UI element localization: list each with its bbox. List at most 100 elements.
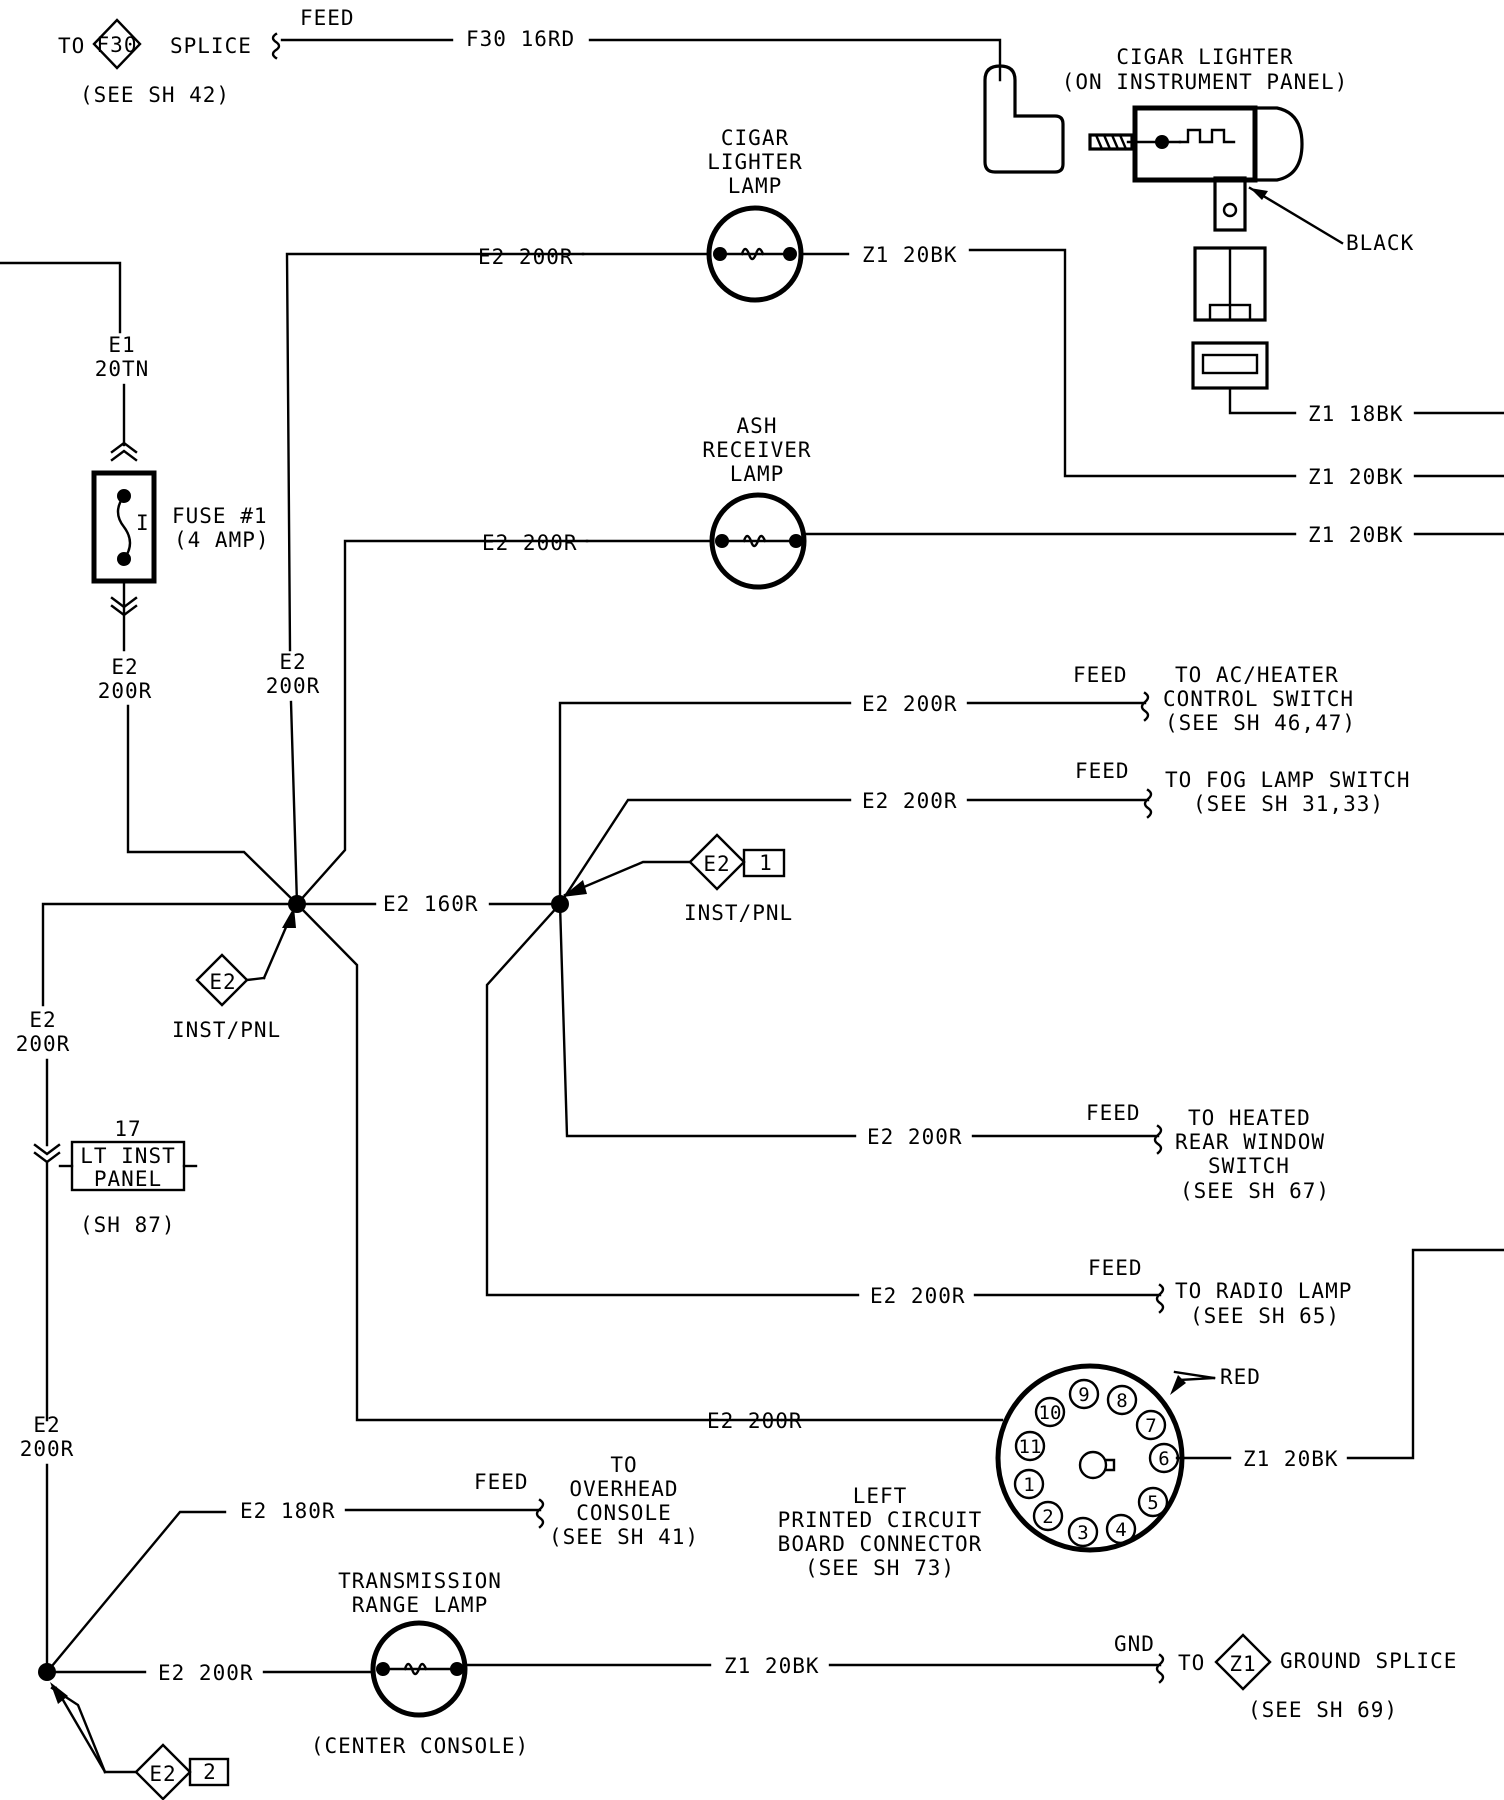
- lamp-terminal: [789, 534, 803, 548]
- lamp-terminal: [450, 1662, 464, 1676]
- wire: [558, 798, 852, 906]
- feed-label: FEED: [300, 6, 355, 30]
- ash-title-2: RECEIVER: [702, 438, 811, 462]
- black-leader: [1248, 186, 1344, 245]
- pcb-key: [1104, 1458, 1116, 1472]
- f30-diamond-icon: [92, 18, 142, 70]
- left-connector-1: LT INST: [80, 1144, 176, 1168]
- fog-feed: FEED: [1075, 759, 1130, 783]
- arrow-icon: [1170, 1375, 1186, 1395]
- overhead-to-4: (SEE SH 41): [549, 1525, 699, 1549]
- lamp-terminal: [713, 247, 727, 261]
- pcb-title-1: LEFT: [853, 1484, 908, 1508]
- lighter-contact-dot: [1155, 135, 1169, 149]
- overhead-to-3: CONSOLE: [576, 1501, 672, 1525]
- pcb-pin-11: [1014, 1430, 1046, 1462]
- pcb-pin-8: [1106, 1384, 1138, 1416]
- feed-break-icon: [1140, 691, 1150, 722]
- lighter-body-icon: [1132, 105, 1258, 183]
- lamp-terminal: [783, 247, 797, 261]
- lighter-terminal-hole: [1222, 202, 1238, 218]
- ground-splice-reference: GND TO Z1 GROUND SPLICE (SEE SH 69): [1114, 1632, 1456, 1722]
- lighter-element-icon: [1178, 128, 1236, 144]
- wire-z1-18bk: Z1 18BK: [1308, 402, 1404, 426]
- wire: [295, 539, 589, 906]
- pcb-title-3: BOARD CONNECTOR: [778, 1532, 983, 1556]
- arrow-icon: [282, 907, 296, 928]
- feed-radio-lamp: E2 200R FEED TO RADIO LAMP (SEE SH 65): [870, 1256, 1351, 1328]
- wire: [285, 252, 585, 652]
- wire: [41, 902, 299, 1007]
- cigar-lighter-lamp: CIGAR LIGHTER LAMP E2 200R Z1 20BK: [478, 126, 957, 303]
- pcb-pin-4: [1105, 1513, 1137, 1545]
- trans-wire-in: E2 200R: [158, 1661, 254, 1685]
- pointer-line: [245, 976, 266, 982]
- wire: [45, 1510, 227, 1674]
- cigar-lighter-title-1: CIGAR LIGHTER: [1116, 45, 1293, 69]
- wire: [289, 700, 299, 906]
- pcb-pin-label: 3: [1077, 1522, 1088, 1544]
- heated-feed: FEED: [1086, 1101, 1141, 1125]
- feed-break-icon: [1155, 1283, 1165, 1314]
- feed-break-icon: [271, 32, 281, 60]
- f30-id: F30: [97, 33, 138, 57]
- wire: [485, 902, 860, 1297]
- heated-to-3: SWITCH: [1208, 1154, 1290, 1178]
- connector-chevron-icon: [110, 441, 138, 462]
- cl-lamp-title-2: LIGHTER: [707, 150, 803, 174]
- f30-splice-reference: TO F30 SPLICE (SEE SH 42): [58, 18, 251, 107]
- gnd-to: TO: [1178, 1651, 1205, 1675]
- pcb-wire-in: E2 200R: [707, 1409, 803, 1433]
- filament-coil-icon: [740, 247, 765, 261]
- pcb-pin-9: [1068, 1378, 1100, 1410]
- fog-to-2: (SEE SH 31,33): [1193, 792, 1384, 816]
- pcb-pin-label: 4: [1115, 1519, 1126, 1541]
- plug-latch: [1208, 303, 1252, 322]
- splice-dot: [288, 895, 306, 913]
- feed-break-icon: [535, 1498, 545, 1529]
- radio-wire: E2 200R: [870, 1284, 966, 1308]
- pcb-title-4: (SEE SH 73): [805, 1556, 955, 1580]
- trans-wire-out: Z1 20BK: [724, 1654, 820, 1678]
- pcb-pin-2: [1032, 1500, 1064, 1532]
- arrow-icon: [562, 880, 587, 897]
- left-wire-low-1: E2: [33, 1413, 60, 1437]
- heated-to-2: REAR WINDOW: [1175, 1130, 1325, 1154]
- lamp-icon: [370, 1620, 468, 1718]
- splice-right-pin: 1: [759, 851, 773, 875]
- see-sh42: (SEE SH 42): [80, 83, 230, 107]
- splice-wire-up-1: E2: [279, 650, 306, 674]
- wire: [1228, 386, 1297, 415]
- radio-to-2: (SEE SH 65): [1190, 1304, 1340, 1328]
- pcb-pin-label: 9: [1078, 1384, 1089, 1406]
- overhead-wire: E2 180R: [240, 1499, 336, 1523]
- ac-wire: E2 200R: [862, 692, 958, 716]
- feed-break-icon: [1143, 788, 1153, 819]
- ash-wire-in: E2 200R: [482, 531, 578, 555]
- fuse-e1-wire: 20TN: [95, 357, 150, 381]
- wire: [0, 261, 122, 334]
- bottom-id: E2: [149, 1762, 176, 1786]
- gnd-see: (SEE SH 69): [1248, 1698, 1398, 1722]
- splice-wire-right: E2 160R: [383, 892, 479, 916]
- feed-break-icon: [1155, 1653, 1165, 1684]
- cigar-lighter-title-2: (ON INSTRUMENT PANEL): [1062, 70, 1349, 94]
- right-z1-20bk-a: Z1 20BK: [1308, 465, 1404, 489]
- trans-title-1: TRANSMISSION: [338, 1569, 502, 1593]
- feed-ac-heater: E2 200R FEED TO AC/HEATER CONTROL SWITCH…: [862, 663, 1356, 735]
- pcb-pin-label: 2: [1042, 1506, 1053, 1528]
- gnd-z1: Z1: [1229, 1652, 1256, 1676]
- heated-wire: E2 200R: [867, 1125, 963, 1149]
- pcb-pin-label: 6: [1158, 1448, 1169, 1470]
- wire: [1346, 1248, 1504, 1460]
- heated-to-4: (SEE SH 67): [1180, 1179, 1330, 1203]
- arrow-icon: [50, 1682, 68, 1704]
- wire-f30-16rd: F30 16RD: [466, 27, 575, 51]
- left-wire-low-2: 200R: [20, 1437, 75, 1461]
- fuse-e1: E1: [108, 333, 135, 357]
- ac-to-3: (SEE SH 46,47): [1165, 711, 1356, 735]
- radio-feed: FEED: [1088, 1256, 1143, 1280]
- pin-box: [742, 848, 786, 878]
